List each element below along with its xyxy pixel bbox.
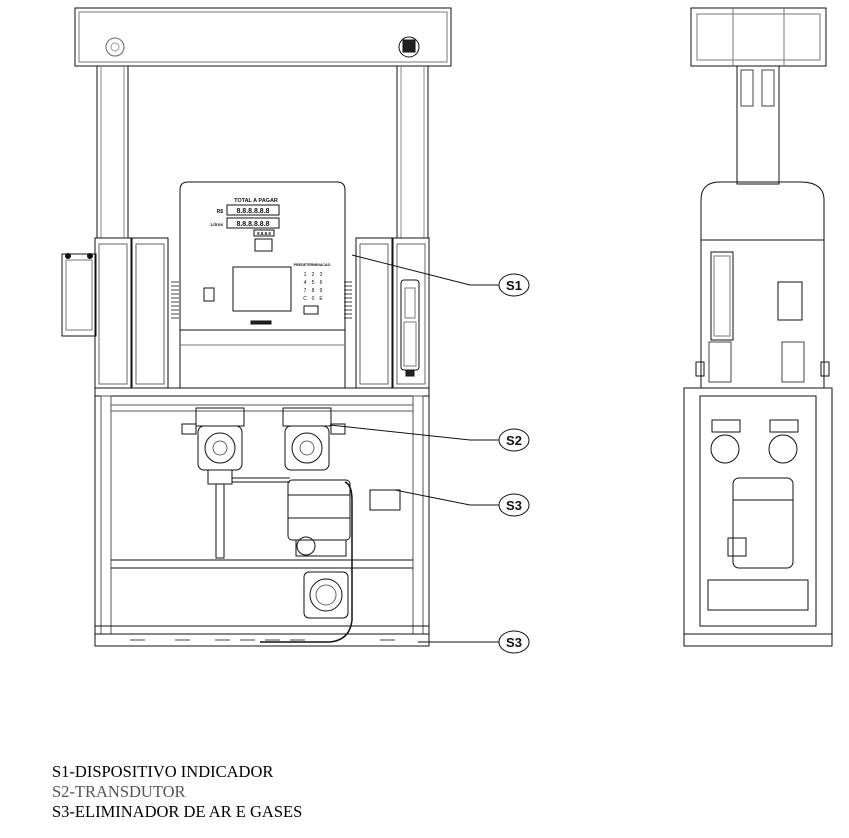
meter-left (181, 407, 245, 559)
keypad-key: C (303, 296, 307, 302)
side-canopy (690, 7, 827, 67)
display-head (179, 181, 346, 389)
svg-text:S2: S2 (506, 433, 522, 448)
nozzle-boot-right (355, 237, 430, 389)
svg-text:S3: S3 (506, 635, 522, 650)
side-cabinet (683, 387, 833, 647)
keypad-key: 9 (320, 288, 323, 294)
canopy-lamp-right (398, 36, 420, 58)
canopy-lamp-left (105, 37, 125, 57)
volume-label: Litros (210, 222, 223, 227)
card-reader-slot (254, 238, 273, 252)
main-screen (232, 266, 292, 312)
svg-text:S3: S3 (506, 498, 522, 513)
unit-price-digits: 8.8.8.8 (257, 231, 271, 236)
svg-text:S1: S1 (506, 278, 522, 293)
nozzle-boot-left (61, 237, 169, 389)
meter-right (232, 407, 346, 483)
canopy-header (74, 7, 452, 67)
pump-unit (260, 479, 353, 643)
hydraulic-cabinet (94, 387, 430, 647)
callout-s1: S1 (498, 273, 530, 297)
card-slot (203, 287, 215, 302)
legend-s2: S2-TRANSDUTOR (52, 782, 186, 801)
display-title: TOTAL A PAGAR (234, 198, 278, 204)
callout-s3-lower: S3 (498, 630, 530, 654)
keypad-key: 2 (312, 272, 315, 278)
keypad-key: 7 (304, 288, 307, 294)
keypad-key: 0 (312, 296, 315, 302)
volume-digits: 8.8.8.8.8.8 (236, 221, 269, 228)
callout-s3-upper: S3 (498, 493, 530, 517)
legend-s1: S1-DISPOSITIVO INDICADOR (52, 762, 274, 781)
price-display (226, 204, 280, 216)
price-digits: 8.8.8.8.8.8 (236, 208, 269, 215)
keypad-key: E (319, 296, 323, 302)
keypad-key: 3 (320, 272, 323, 278)
callout-s2: S2 (498, 428, 530, 452)
callout-leaders (329, 254, 500, 643)
keypad-key: 4 (304, 280, 307, 286)
volume-display (226, 217, 280, 229)
side-view (683, 7, 833, 647)
keypad-key: 8 (312, 288, 315, 294)
legend-s3: S3-ELIMINADOR DE AR E GASES (52, 802, 303, 821)
side-head (700, 181, 825, 389)
keypad-key: 6 (320, 280, 323, 286)
keypad-key: 5 (312, 280, 315, 286)
keypad-key: 1 (304, 272, 307, 278)
keypad-title: PREDETERMINACAO (294, 263, 331, 267)
currency-label: R$ (217, 209, 224, 215)
legend: S1-DISPOSITIVO INDICADOR S2-TRANSDUTOR S… (52, 762, 302, 822)
front-view (61, 7, 452, 647)
